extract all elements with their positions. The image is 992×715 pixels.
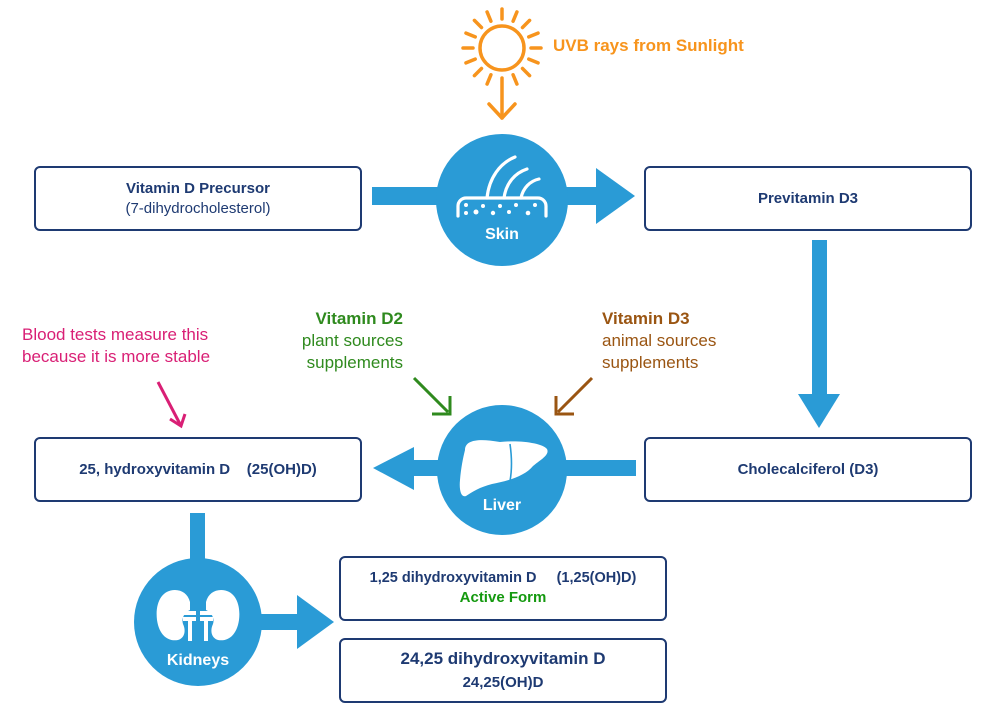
hydroxy25-title: 25, hydroxyvitamin D <box>79 460 231 478</box>
box-cholecalciferol: Cholecalciferol (D3) <box>644 437 972 502</box>
sun-ray <box>520 66 532 78</box>
sun-down-arrow <box>487 76 517 120</box>
skin-icon <box>456 155 548 218</box>
previtamin-title: Previtamin D3 <box>757 189 859 207</box>
sun-ray <box>511 10 519 23</box>
dihydroxy2425-title: 24,25 dihydroxyvitamin D <box>400 649 606 669</box>
kidneys-node <box>134 558 262 686</box>
arrow-25ohd-to-kidneys <box>190 513 205 563</box>
arrow-d3-to-liver <box>554 376 594 416</box>
skin-label: Skin <box>485 226 519 243</box>
sun-ray <box>472 66 484 78</box>
box-2425-dihydroxyvitamin-d: 24,25 dihydroxyvitamin D 24,25(OH)D <box>339 638 667 703</box>
dihydroxy125-line: 1,25 dihydroxyvitamin D (1,25(OH)D) <box>370 569 637 588</box>
liver-label: Liver <box>482 497 522 514</box>
d2-line2: supplements <box>306 353 403 373</box>
d3-line1: animal sources <box>602 331 717 351</box>
sun-ray <box>464 57 477 65</box>
dihydroxy125-abbr: (1,25(OH)D) <box>556 570 637 587</box>
d2-title: Vitamin D2 <box>315 309 403 328</box>
dihydroxy2425-abbr: 24,25(OH)D <box>462 674 544 692</box>
box-25-hydroxyvitamin-d: 25, hydroxyvitamin D (25(OH)D) <box>34 437 362 502</box>
sun-ray <box>472 18 484 30</box>
sun-ray <box>527 57 540 65</box>
kidneys-label: Kidneys <box>166 652 230 669</box>
arrow-kidneys-to-products <box>258 595 334 649</box>
precursor-title: Vitamin D Precursor <box>126 180 270 197</box>
blood-test-note: Blood tests measure this because it is m… <box>22 324 210 368</box>
sun-ray <box>485 73 493 86</box>
box-vitamin-d-precursor: Vitamin D Precursor (7-dihydrocholestero… <box>34 166 362 231</box>
box-125-dihydroxyvitamin-d: 1,25 dihydroxyvitamin D (1,25(OH)D) Acti… <box>339 556 667 621</box>
blood-note-line2: because it is more stable <box>22 347 211 367</box>
liver-node <box>437 405 567 535</box>
liver-icon <box>459 440 548 497</box>
dihydroxy125-title: 1,25 dihydroxyvitamin D <box>369 570 537 587</box>
vitamin-d2-note: Vitamin D2 plant sources supplements <box>302 308 403 374</box>
sun-ray <box>511 73 519 86</box>
sun-ray <box>527 31 540 39</box>
skin-node <box>436 134 568 266</box>
d3-line2: supplements <box>602 353 699 373</box>
sun-ray <box>485 10 493 23</box>
hydroxy25-abbr: (25(OH)D) <box>246 460 317 478</box>
sun-icon <box>461 7 543 86</box>
cholecalciferol-title: Cholecalciferol (D3) <box>737 460 879 478</box>
box-previtamin-d3: Previtamin D3 <box>644 166 972 231</box>
arrow-blood-note <box>156 381 187 429</box>
vitamin-d3-note: Vitamin D3 animal sources supplements <box>602 308 716 374</box>
sun-ray <box>520 18 532 30</box>
d2-line1: plant sources <box>301 331 403 351</box>
arrow-previtamin-to-cholecalciferol <box>798 240 840 428</box>
sun-ray <box>464 31 477 39</box>
kidneys-icon <box>156 590 240 641</box>
precursor-subtitle: (7-dihydrocholesterol) <box>125 199 271 217</box>
d3-title: Vitamin D3 <box>602 309 690 328</box>
hydroxy25-line: 25, hydroxyvitamin D (25(OH)D) <box>79 460 317 480</box>
blood-note-line1: Blood tests measure this <box>22 325 209 344</box>
arrow-d2-to-liver <box>412 376 452 416</box>
active-form-label: Active Form <box>459 589 547 607</box>
sunlight-label: UVB rays from Sunlight <box>553 36 744 55</box>
